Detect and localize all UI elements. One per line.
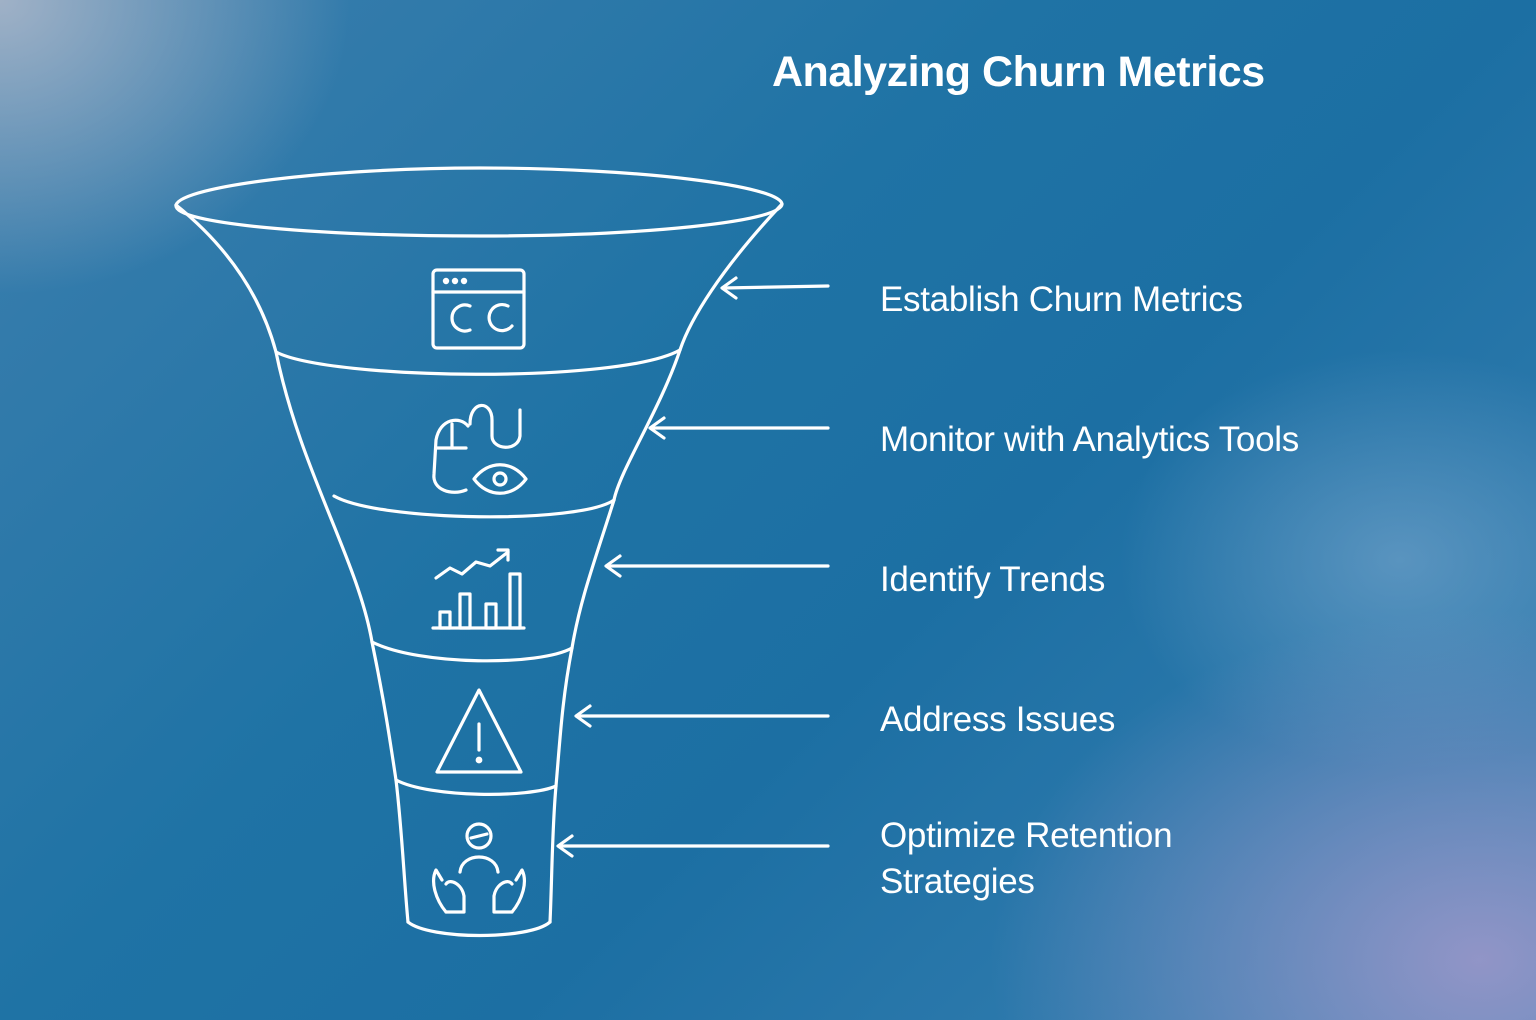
stage-arrow-2 <box>648 416 830 440</box>
stage-label-establish: Establish Churn Metrics <box>880 280 1243 319</box>
stage-label-optimize: Optimize Retention Strategies <box>880 816 1173 901</box>
browser-window-icon <box>431 268 526 350</box>
stage-arrow-5 <box>556 834 830 858</box>
funnel-section-dividers <box>274 348 682 796</box>
warning-triangle-icon <box>435 688 523 774</box>
funnel-outline <box>174 166 784 938</box>
mouse-eye-icon <box>432 403 528 495</box>
stage-label-trends: Identify Trends <box>880 560 1106 599</box>
stage-arrow-4 <box>574 704 830 728</box>
stage-arrow-1 <box>720 276 830 300</box>
stage-arrow-3 <box>604 554 830 578</box>
stage-label-address: Address Issues <box>880 700 1116 739</box>
person-hands-icon <box>432 822 526 914</box>
trend-bar-chart-icon <box>431 548 526 630</box>
diagram-title: Analyzing Churn Metrics <box>772 48 1265 96</box>
stage-label-monitor: Monitor with Analytics Tools <box>880 420 1299 459</box>
